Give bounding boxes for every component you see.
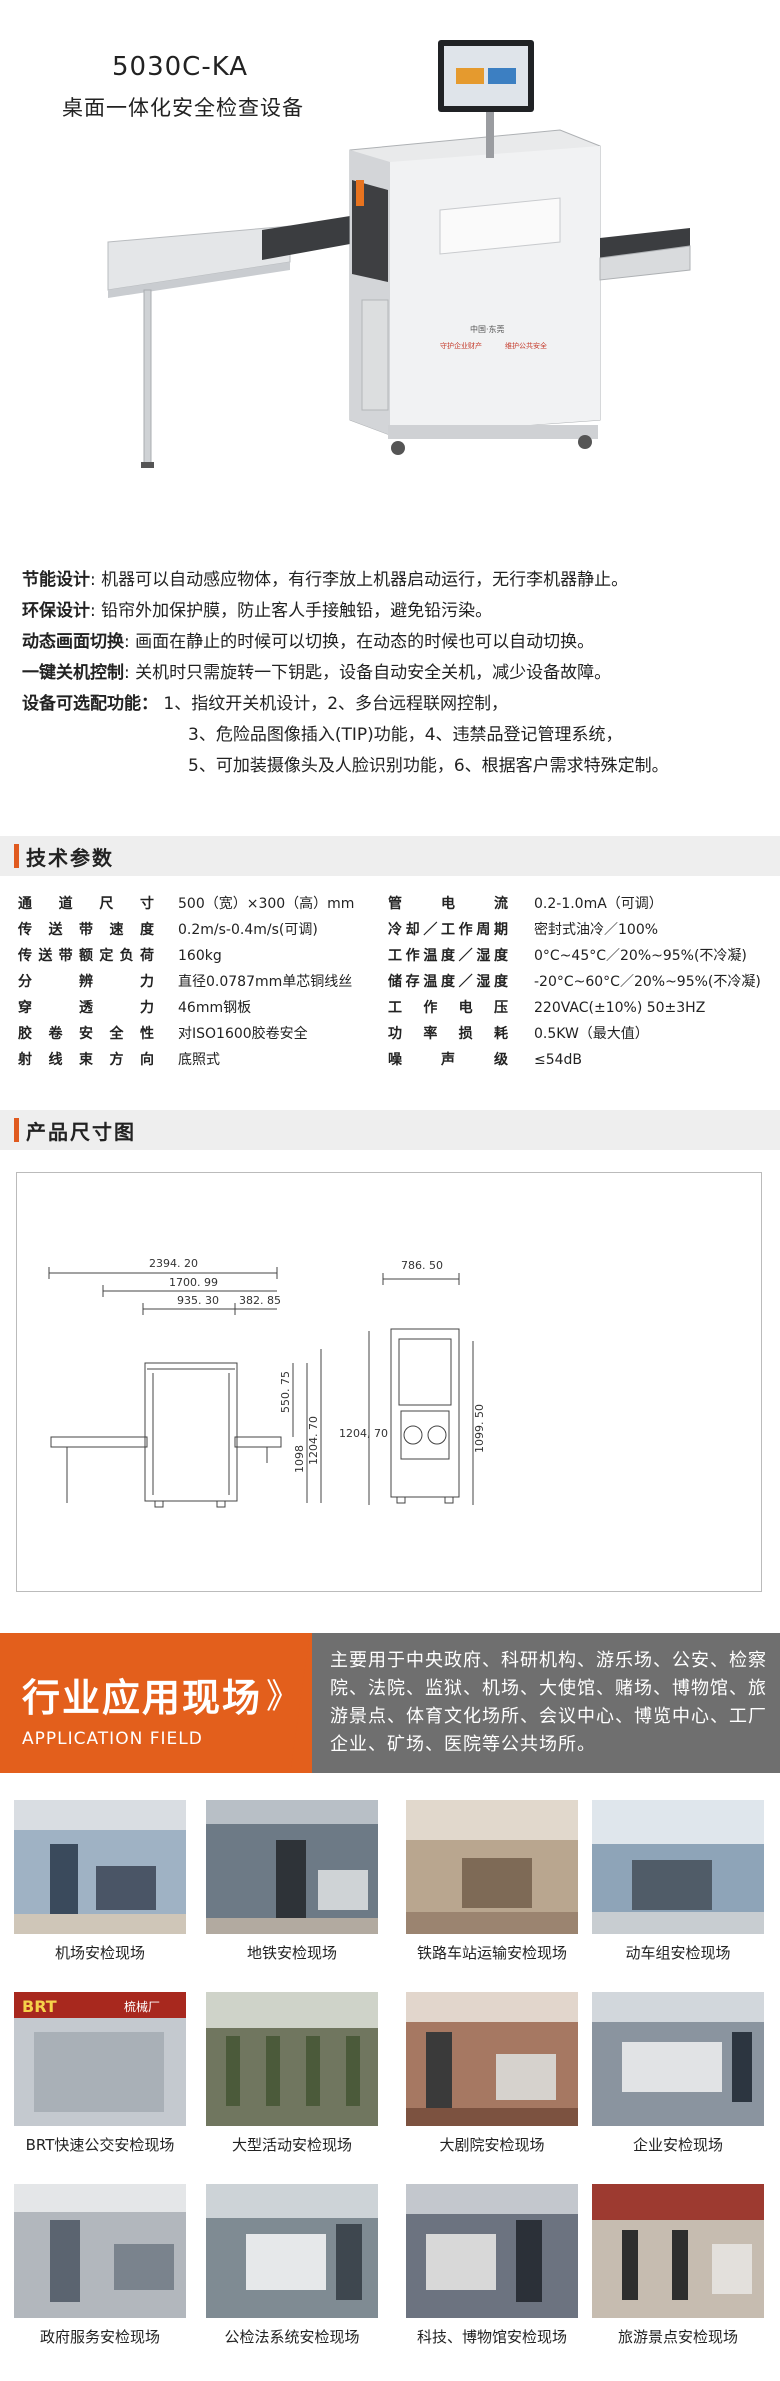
dim-body-length: 1700. 99 [169,1276,218,1289]
section-header-specs: 技术参数 [0,836,780,876]
gallery-photo [592,2184,764,2318]
section-header-dimensions: 产品尺寸图 [0,1110,780,1150]
feature-item: 节能设计: 机器可以自动感应物体，有行李放上机器启动运行，无行李机器静止。 [22,570,629,590]
dim-side-height-1: 1204, 70 [339,1427,388,1440]
gallery-caption: 铁路车站运输安检现场 [416,1944,567,1962]
gallery-photo [406,2184,578,2318]
gallery-tile: BRT 梳械厂 BRT快速公交安检现场 [14,1992,186,2155]
xray-machine-image: 中国·东莞 守护企业财产 维护公共安全 [107,40,691,468]
dim-total-length: 2394. 20 [149,1257,198,1270]
dim-width: 786. 50 [401,1259,443,1272]
gallery-photo [14,2184,186,2318]
double-chevron-icon: 》 [266,1677,300,1717]
section-title: 产品尺寸图 [26,1120,136,1144]
section-accent-bar [14,1118,19,1142]
gallery-tile: 企业安检现场 [592,1992,764,2155]
spec-row: 冷却／工作周期密封式油冷／100% [388,922,659,938]
gallery-tile: 大剧院安检现场 [406,1992,578,2155]
application-title: 行业应用现场 [22,1676,263,1720]
gallery-photo [206,1992,378,2126]
gallery-photo [592,1992,764,2126]
dim-height-1: 1098 [293,1445,306,1473]
gallery-tile: 旅游景点安检现场 [592,2184,764,2347]
dim-belt-height: 550. 75 [279,1371,292,1413]
gallery-caption: 大型活动安检现场 [231,2136,352,2154]
gallery-tile: 公检法系统安检现场 [206,2184,378,2347]
gallery-photo: BRT 梳械厂 [14,1992,186,2126]
hero-section: 5030C-KA 桌面一体化安全检查设备 [0,0,780,540]
gallery-photo [406,1800,578,1934]
product-subtitle: 桌面一体化安全检查设备 [62,96,304,120]
spec-row: 噪声级≤54dB [388,1052,583,1068]
gallery-caption: 公检法系统安检现场 [224,2328,360,2346]
feature-list: 节能设计: 机器可以自动感应物体，有行李放上机器启动运行，无行李机器静止。 环保… [22,565,772,782]
machine-label-slogan-1: 守护企业财产 [440,341,482,350]
machine-label-slogan-2: 维护公共安全 [505,341,547,350]
gallery-tile: 地铁安检现场 [206,1800,378,1963]
gallery-tile: 科技、博物馆安检现场 [406,2184,578,2347]
dim-height-2: 1204. 70 [307,1416,320,1465]
spec-row: 射线束方向底照式 [18,1052,220,1068]
brt-sign-station: 梳械厂 [124,1999,160,2014]
dim-side-height-2: 1099. 50 [473,1404,486,1453]
application-description: 主要用于中央政府、科研机构、游乐场、公安、检察院、法院、监狱、机场、大使馆、赌场… [330,1650,767,1755]
section-accent-bar [14,844,19,868]
gallery-caption: BRT快速公交安检现场 [25,2136,175,2154]
optional-feature-line: 5、可加装摄像头及人脸识别功能，6、根据客户需求特殊定制。 [188,756,669,776]
gallery-tile: 机场安检现场 [14,1800,186,1963]
dim-right-part: 382. 85 [239,1294,281,1307]
gallery-caption: 旅游景点安检现场 [617,2328,738,2346]
gallery-caption: 科技、博物馆安检现场 [416,2328,567,2346]
gallery-tile: 铁路车站运输安检现场 [406,1800,578,1963]
spec-row: 胶卷安全性对ISO1600胶卷安全 [18,1026,308,1042]
gallery-photo [206,1800,378,1934]
spec-row: 分辨力直径0.0787mm单芯铜线丝 [18,974,353,990]
feature-item: 环保设计: 铅帘外加保护膜，防止客人手接触铅，避免铅污染。 [22,601,493,621]
dimension-drawing: 2394. 20 1700. 99 935. 30 382. 85 550. 7… [16,1172,762,1592]
gallery-caption: 地铁安检现场 [246,1944,337,1962]
gallery-tile: 大型活动安检现场 [206,1992,378,2155]
gallery-photo [406,1992,578,2126]
application-subtitle: APPLICATION FIELD [22,1729,203,1749]
gallery-caption: 政府服务安检现场 [39,2328,160,2346]
feature-item: 一键关机控制: 关机时只需旋转一下钥匙，设备自动安全关机，减少设备故障。 [22,663,612,683]
feature-item: 动态画面切换: 画面在静止的时候可以切换，在动态的时候也可以自动切换。 [22,632,595,652]
gallery-photo [592,1800,764,1934]
machine-label-origin: 中国·东莞 [470,324,505,334]
model-number: 5030C-KA [112,52,249,82]
gallery-tile: 政府服务安检现场 [14,2184,186,2347]
dim-left-part: 935. 30 [177,1294,219,1307]
optional-feature-line: 3、危险品图像插入(TIP)功能，4、违禁品登记管理系统， [188,725,623,745]
section-title: 技术参数 [26,846,114,870]
gallery-caption: 动车组安检现场 [625,1944,731,1962]
gallery-caption: 企业安检现场 [632,2136,723,2154]
optional-features: 设备可选配功能： 1、指纹开关机设计，2、多台远程联网控制， [22,694,509,714]
brt-sign-text: BRT [22,1997,57,2016]
gallery-caption: 大剧院安检现场 [439,2136,545,2154]
gallery-photo [14,1800,186,1934]
application-banner: 行业应用现场 》 APPLICATION FIELD 主要用于中央政府、科研机构… [0,1633,780,1773]
gallery-tile: 动车组安检现场 [592,1800,764,1963]
spec-row: 储存温度／湿度-20°C~60°C／20%~95%(不冷凝) [388,974,761,990]
gallery-caption: 机场安检现场 [54,1944,145,1962]
gallery-photo [206,2184,378,2318]
